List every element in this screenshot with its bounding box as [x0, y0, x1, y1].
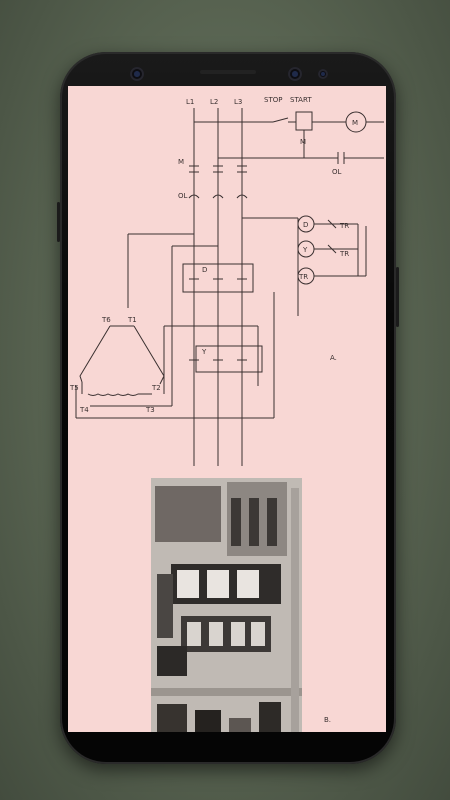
wye-contact-label: Y [201, 348, 207, 356]
power-button [396, 267, 399, 327]
stop-label: STOP [264, 96, 282, 104]
coil-y-label: Y [302, 246, 308, 254]
volume-button [57, 202, 60, 242]
line-label-l1: L1 [186, 98, 194, 106]
caption-a: A. [330, 354, 337, 362]
timer-label: TR [339, 222, 349, 230]
screen: L1 L2 L3 STOP START M M M OL OL D Y TR T… [68, 86, 386, 732]
timer-label-2: TR [339, 250, 349, 258]
phone-frame: L1 L2 L3 STOP START M M M OL OL D Y TR T… [57, 52, 399, 764]
overload-contact-label: OL [332, 168, 342, 176]
terminal-t2: T2 [151, 384, 161, 392]
control-panel-photo [151, 478, 302, 732]
coil-d-label: D [303, 221, 308, 229]
sensor-icon [318, 69, 328, 79]
contactor-label: M [178, 158, 184, 166]
terminal-t3: T3 [145, 406, 155, 414]
terminal-t5: T5 [69, 384, 79, 392]
terminal-t1: T1 [127, 316, 137, 324]
coil-label: M [300, 138, 306, 146]
coil-tr-label: TR [298, 273, 308, 281]
motor-label: M [352, 119, 358, 127]
start-label: START [290, 96, 312, 104]
earpiece-speaker [200, 70, 256, 74]
overload-label: OL [178, 192, 188, 200]
wiring-diagram: L1 L2 L3 STOP START M M M OL OL D Y TR T… [69, 96, 384, 466]
delta-contact-label: D [202, 266, 207, 274]
terminal-t4: T4 [79, 406, 89, 414]
selfie-camera-icon [288, 67, 302, 81]
terminal-t6: T6 [101, 316, 111, 324]
front-camera-icon [130, 67, 144, 81]
line-label-l2: L2 [210, 98, 218, 106]
line-label-l3: L3 [234, 98, 242, 106]
